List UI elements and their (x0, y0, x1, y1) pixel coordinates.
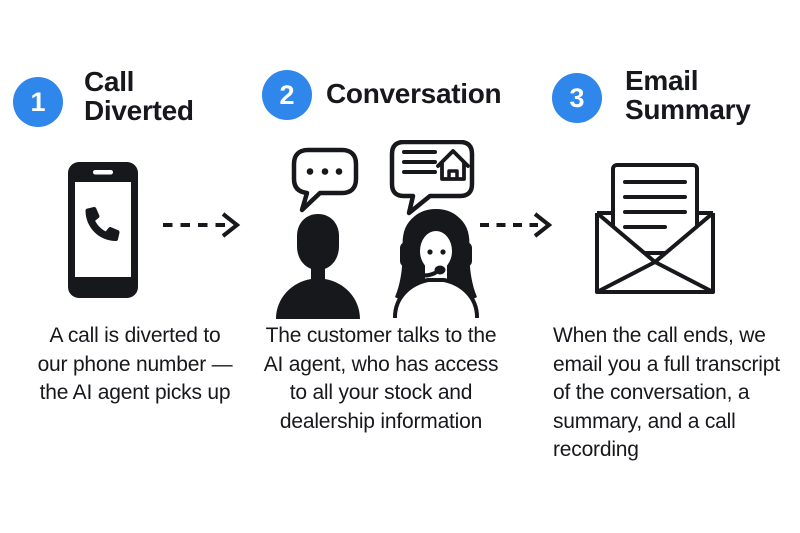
smartphone-call-icon (68, 162, 138, 298)
step-3-title: Email Summary (625, 66, 751, 124)
step-2-desc-line: to all your stock and (289, 381, 473, 404)
step-2-title-line-1: Conversation (326, 78, 502, 109)
step-3-badge: 3 (552, 73, 602, 123)
step-1-number: 1 (30, 86, 46, 117)
step-2-desc-line: The customer talks to the (265, 324, 497, 347)
step-3-desc-line: recording (553, 438, 639, 461)
step-2-title: Conversation (326, 78, 502, 109)
step-1-title: Call Diverted (84, 67, 194, 125)
step-2-description: The customer talks to the AI agent, who … (256, 322, 506, 436)
step-1-desc-line: the AI agent picks up (39, 381, 231, 404)
step-2-desc-line: dealership information (279, 409, 483, 433)
step-3-title-line-2: Summary (625, 94, 751, 125)
step-1-desc-line: our phone number — (37, 352, 233, 376)
step-1-desc-line: A call is diverted to (49, 324, 221, 347)
step-1-badge: 1 (13, 77, 63, 127)
step-3-number: 3 (569, 82, 585, 113)
customer-silhouette-icon (276, 214, 360, 319)
open-envelope-letter-icon (595, 163, 715, 294)
step-3-desc-line: email you a full transcript (553, 352, 780, 376)
step-3-title-line-1: Email (625, 65, 699, 96)
step-1-title-line-1: Call (84, 66, 135, 97)
support-agent-headset-icon (393, 209, 479, 318)
step-2-badge: 2 (262, 70, 312, 120)
step-3-description: When the call ends, we email you a full … (553, 322, 788, 465)
dashed-right-arrow-icon (163, 212, 241, 238)
chat-bubble-dots-icon (291, 147, 359, 213)
step-3-desc-line: of the conversation, a (553, 381, 750, 404)
step-1-title-line-2: Diverted (84, 95, 194, 126)
step-3-desc-line: When the call ends, we (553, 324, 766, 347)
step-1-description: A call is diverted to our phone number —… (15, 322, 255, 408)
step-3-desc-line: summary, and a call (553, 409, 736, 433)
step-2-number: 2 (279, 79, 295, 110)
chat-bubble-house-info-icon (389, 140, 475, 216)
step-2-desc-line: AI agent, who has access (263, 352, 499, 376)
dashed-right-arrow-icon (480, 212, 553, 238)
